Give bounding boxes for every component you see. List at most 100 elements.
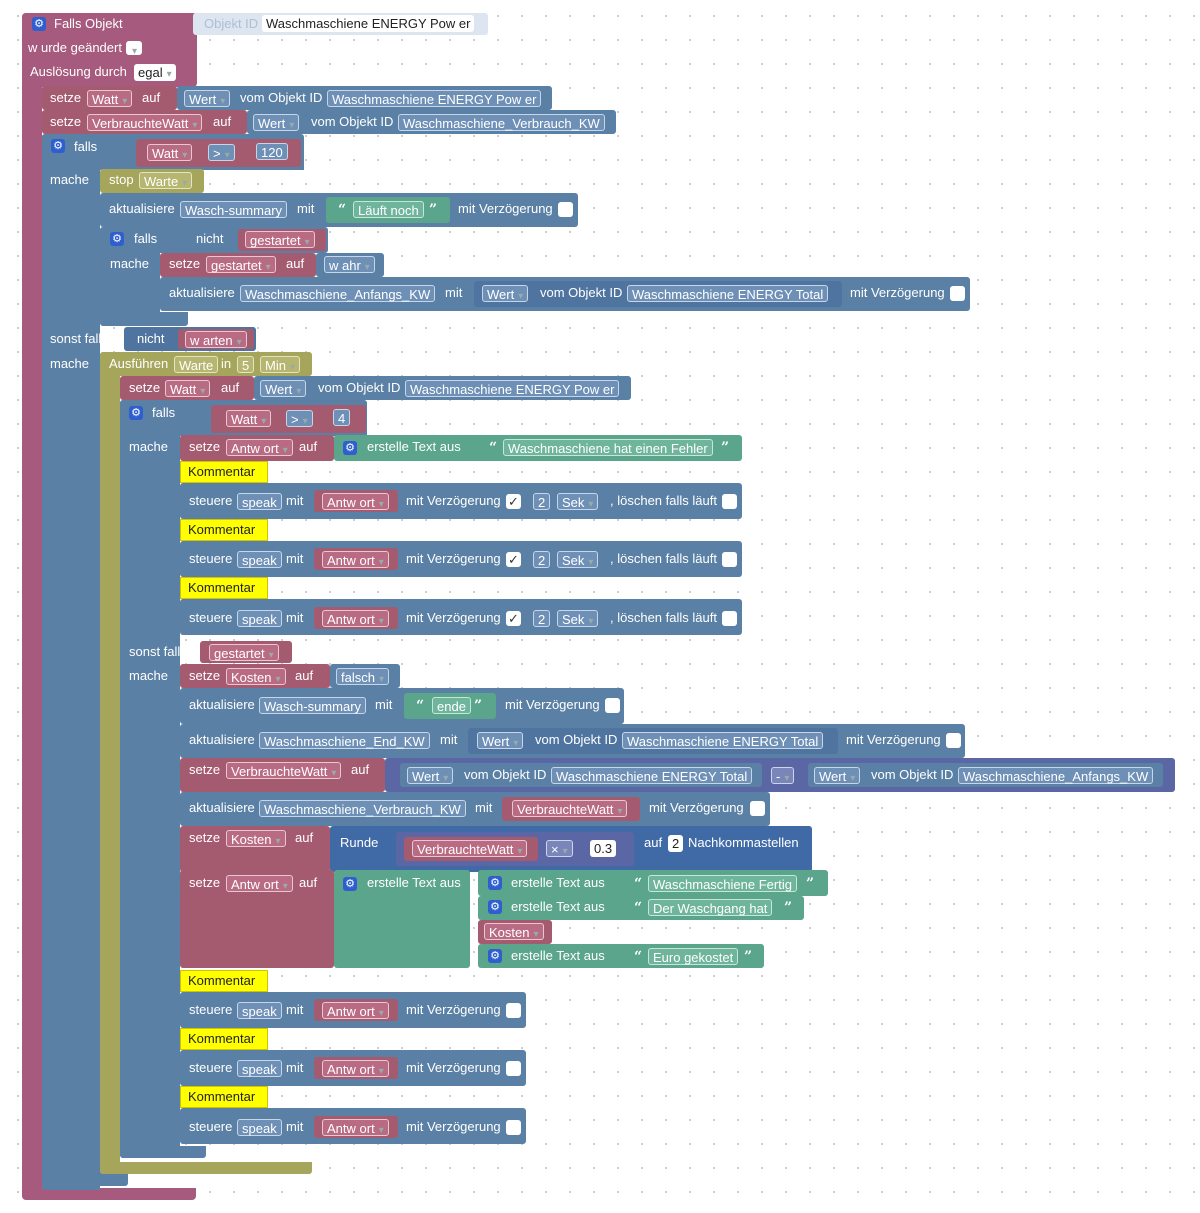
text-ende[interactable]: ende (432, 697, 471, 714)
var-gestartet-dropdown[interactable]: gestartet (209, 644, 279, 661)
number-field[interactable]: 4 (333, 409, 351, 426)
gear-icon[interactable]: ⚙ (488, 900, 502, 914)
device-speak-field[interactable]: speak (237, 1119, 282, 1136)
object-total-field[interactable]: Waschmaschiene ENERGY Total (551, 767, 753, 784)
times-operator-dropdown[interactable]: × (546, 840, 573, 857)
wert-dropdown[interactable]: Wert (253, 114, 300, 131)
device-speak-field[interactable]: speak (237, 610, 282, 627)
decimals-number[interactable]: 2 (668, 835, 684, 852)
wert-dropdown[interactable]: Wert (477, 732, 524, 749)
clear-running-checkbox[interactable] (722, 611, 737, 626)
var-antwort-dropdown[interactable]: Antw ort (322, 610, 389, 627)
var-kosten-dropdown[interactable]: Kosten (226, 830, 286, 847)
delay-number[interactable]: 2 (533, 551, 551, 568)
delay-checkbox[interactable] (950, 286, 965, 301)
delay-checkbox[interactable]: ✓ (506, 552, 521, 567)
gear-icon[interactable]: ⚙ (32, 17, 46, 31)
delay-number[interactable]: 5 (237, 356, 255, 373)
delay-checkbox[interactable]: ✓ (506, 494, 521, 509)
var-antwort-dropdown[interactable]: Antw ort (226, 875, 293, 892)
var-watt-dropdown[interactable]: Watt (147, 144, 193, 161)
wert-dropdown[interactable]: Wert (407, 767, 454, 784)
device-speak-field[interactable]: speak (237, 493, 282, 510)
comment-block[interactable] (180, 1086, 268, 1108)
var-watt-dropdown[interactable]: Watt (165, 380, 211, 397)
object-power-field[interactable]: Waschmaschiene ENERGY Pow er (405, 380, 620, 397)
var-verbraucht-dropdown[interactable]: VerbrauchteWatt (226, 762, 342, 779)
object-summary-field[interactable]: Wasch-summary (180, 201, 288, 218)
var-kosten-dropdown[interactable]: Kosten (484, 923, 544, 940)
comment-block[interactable] (180, 970, 268, 992)
comment-block[interactable] (180, 461, 268, 483)
delay-checkbox[interactable]: ✓ (506, 611, 521, 626)
gear-icon[interactable]: ⚙ (51, 139, 65, 153)
object-total-field[interactable]: Waschmaschiene ENERGY Total (627, 285, 829, 302)
var-verbraucht-dropdown[interactable]: VerbrauchteWatt (512, 800, 628, 817)
device-speak-field[interactable]: speak (237, 1002, 282, 1019)
var-verbraucht-dropdown[interactable]: VerbrauchteWatt (87, 114, 203, 131)
var-watt-dropdown[interactable]: Watt (87, 90, 133, 107)
unit-sek-dropdown[interactable]: Sek (557, 610, 599, 627)
object-verbrauch-field[interactable]: Waschmaschiene_Verbrauch_KW (398, 114, 605, 131)
comment-block[interactable] (180, 577, 268, 599)
delay-number[interactable]: 2 (533, 610, 551, 627)
var-antwort-dropdown[interactable]: Antw ort (322, 1002, 389, 1019)
unit-sek-dropdown[interactable]: Sek (557, 551, 599, 568)
var-antwort-dropdown[interactable]: Antw ort (322, 1119, 389, 1136)
delay-checkbox[interactable] (506, 1061, 521, 1076)
var-antwort-dropdown[interactable]: Antw ort (322, 1060, 389, 1077)
clear-running-checkbox[interactable] (722, 552, 737, 567)
comment-block[interactable] (180, 1028, 268, 1050)
var-antwort-dropdown[interactable]: Antw ort (322, 551, 389, 568)
device-speak-field[interactable]: speak (237, 1060, 282, 1077)
operator-dropdown[interactable]: > (208, 144, 235, 161)
timer-warte-name[interactable]: Warte (174, 356, 219, 373)
wert-dropdown[interactable]: Wert (482, 285, 529, 302)
delay-checkbox[interactable] (605, 698, 620, 713)
text-waschgang[interactable]: Der Waschgang hat (648, 899, 773, 916)
object-total-field[interactable]: Waschmaschiene ENERGY Total (622, 732, 824, 749)
minus-operator-dropdown[interactable]: - (771, 767, 795, 784)
gear-icon[interactable]: ⚙ (343, 877, 357, 891)
gear-icon[interactable]: ⚙ (129, 406, 143, 420)
object-anfangs-field[interactable]: Waschmaschiene_Anfangs_KW (958, 767, 1154, 784)
object-verbrauch-field[interactable]: Waschmaschiene_Verbrauch_KW (259, 800, 466, 817)
bool-wahr-dropdown[interactable]: w ahr (324, 256, 375, 273)
unit-min-dropdown[interactable]: Min (260, 356, 300, 373)
gear-icon[interactable]: ⚙ (343, 441, 357, 455)
delay-checkbox[interactable] (506, 1120, 521, 1135)
wert-dropdown[interactable]: Wert (814, 767, 861, 784)
number-field[interactable]: 120 (256, 143, 288, 160)
update-block[interactable] (180, 688, 624, 724)
var-gestartet-dropdown[interactable]: gestartet (245, 231, 315, 248)
gear-icon[interactable]: ⚙ (110, 232, 124, 246)
unit-sek-dropdown[interactable]: Sek (557, 493, 599, 510)
delay-checkbox[interactable] (750, 801, 765, 816)
delay-number[interactable]: 2 (533, 493, 551, 510)
bool-falsch-dropdown[interactable]: falsch (336, 668, 389, 685)
wert-dropdown[interactable]: Wert (260, 380, 307, 397)
egal-dropdown[interactable]: egal (134, 64, 176, 81)
var-gestartet-dropdown[interactable]: gestartet (206, 256, 276, 273)
text-laeuft[interactable]: Läuft noch (353, 201, 424, 218)
object-summary-field[interactable]: Wasch-summary (259, 697, 367, 714)
gear-icon[interactable]: ⚙ (488, 876, 502, 890)
gear-icon[interactable]: ⚙ (488, 949, 502, 963)
object-power-field[interactable]: Waschmaschiene ENERGY Pow er (327, 90, 542, 107)
device-speak-field[interactable]: speak (237, 551, 282, 568)
var-verbraucht-dropdown[interactable]: VerbrauchteWatt (412, 840, 528, 857)
delay-checkbox[interactable] (506, 1003, 521, 1018)
object-end-field[interactable]: Waschmaschiene_End_KW (259, 732, 430, 749)
text-euro[interactable]: Euro gekostet (648, 948, 739, 965)
var-kosten-dropdown[interactable]: Kosten (226, 668, 286, 685)
object-id-value[interactable]: Waschmaschiene ENERGY Pow er (262, 15, 475, 32)
clear-running-checkbox[interactable] (722, 494, 737, 509)
factor-number[interactable]: 0.3 (590, 840, 617, 857)
text-fertig[interactable]: Waschmaschiene Fertig (648, 875, 797, 892)
comment-block[interactable] (180, 519, 268, 541)
var-watt-dropdown[interactable]: Watt (226, 410, 272, 427)
wert-dropdown[interactable]: Wert (184, 90, 231, 107)
operator-dropdown[interactable]: > (286, 410, 313, 427)
var-warten-dropdown[interactable]: w arten (185, 331, 247, 348)
var-antwort-dropdown[interactable]: Antw ort (322, 493, 389, 510)
